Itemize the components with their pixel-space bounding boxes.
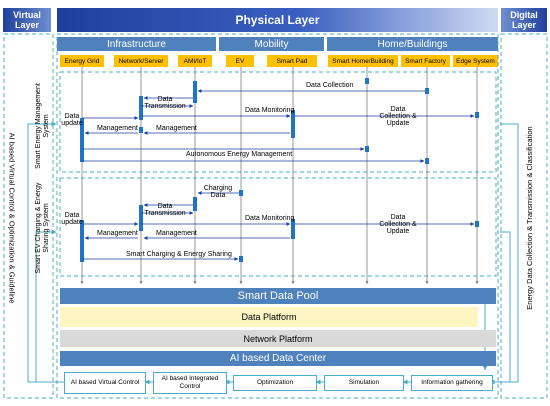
label-sharing: Smart Charging & Energy Sharing: [126, 251, 232, 258]
virtual-layer-frame: [3, 33, 54, 399]
sems-label-text: Smart Energy Management System: [35, 83, 50, 169]
physical-layer-title: Physical Layer: [235, 13, 320, 27]
network-platform-label: Network Platform: [243, 333, 313, 344]
node-ev-bottom-2: [239, 256, 243, 262]
sevc-label-text: Smart EV Charging & Energy Sharing Syste…: [35, 182, 50, 274]
node-energy-grid-top: [80, 118, 84, 162]
label-charging-data: Charging Data: [203, 185, 233, 199]
label-autonomous: Autonomous Energy Management: [186, 151, 293, 158]
node-ev-bottom: [239, 190, 243, 196]
pipeline-label: AI based Integrated Control: [161, 375, 219, 390]
node-smart-factory-top-2: [425, 158, 429, 164]
sems-arrows: [82, 89, 475, 163]
entity-label: Smart Pad: [276, 57, 308, 65]
entity-label: EV: [235, 57, 245, 65]
pipeline-simulation: Simulation: [324, 375, 404, 391]
domain-infrastructure: Infrastructure: [57, 37, 216, 51]
smart-data-pool-title: Smart Data Pool: [237, 290, 319, 302]
label-data-transmission-top: Data Transmission: [144, 96, 186, 110]
pipeline-ai-virtual-control: AI based Virtual Control: [64, 372, 146, 394]
pipeline-label: Simulation: [348, 379, 380, 386]
node-smart-pad-bottom: [291, 219, 295, 239]
digital-side-label: Energy Data Collection & Transmission & …: [525, 126, 534, 310]
pipeline-label: Information gathering: [421, 379, 483, 386]
label-management-1-bottom: Management: [97, 230, 138, 237]
label-data-collection: Data Collection: [306, 82, 354, 89]
sevc-label: Smart EV Charging & Energy Sharing Syste…: [35, 180, 51, 276]
node-energy-grid-bottom: [80, 220, 84, 262]
label-data-update-top: Data update: [61, 113, 83, 127]
sevc-arrows: [82, 191, 475, 261]
entity-energy-grid: Energy Grid: [60, 55, 104, 67]
pipeline-label: AI based Virtual Control: [70, 379, 140, 386]
entity-label: Smart Home/Building: [332, 57, 394, 65]
entity-label: Network/Server: [118, 57, 164, 65]
digital-layer-frame: [500, 33, 548, 399]
virtual-side-label: AI based Virtual Control & Optimization …: [8, 133, 17, 304]
node-smart-factory-top: [425, 88, 429, 94]
digital-layer-title: Digital Layer: [510, 10, 538, 30]
pipeline-label: Optimization: [256, 379, 294, 386]
entity-ami-iot: AMI/IoT: [178, 55, 212, 67]
label-management-2-top: Management: [156, 125, 197, 132]
digital-side-label-text: Energy Data Collection & Transmission & …: [525, 126, 534, 310]
virtual-layer-header: Virtual Layer: [3, 8, 51, 32]
virtual-side-label-text: AI based Virtual Control & Optimization …: [7, 132, 17, 304]
domain-mobility-label: Mobility: [254, 38, 289, 50]
node-ami-iot-bottom: [193, 197, 197, 211]
node-smart-home-top: [365, 78, 369, 84]
ai-data-center-header: AI based Data Center: [60, 351, 496, 366]
entity-edge-system: Edge System: [453, 55, 498, 67]
node-network-server-bottom: [139, 205, 143, 231]
entity-label: Smart Factory: [405, 57, 446, 65]
physical-layer-header: Physical Layer: [57, 8, 498, 32]
node-ami-iot-top: [193, 81, 197, 103]
domain-infrastructure-label: Infrastructure: [107, 38, 166, 50]
node-smart-home-top-2: [365, 146, 369, 152]
physical-layer-frame: [56, 33, 499, 399]
ai-data-center-title: AI based Data Center: [229, 353, 327, 364]
sems-label: Smart Energy Management System: [35, 81, 51, 171]
node-edge-system-top: [475, 112, 479, 118]
label-data-monitoring-bottom: Data Monitoring: [245, 215, 295, 222]
node-network-server-top: [139, 96, 143, 120]
entity-smart-pad: Smart Pad: [267, 55, 317, 67]
data-platform-label: Data Platform: [241, 312, 297, 322]
pipeline-information-gathering: Information gathering: [411, 375, 493, 391]
node-smart-pad-top: [291, 110, 295, 138]
label-data-collection-update-top: Data Collection & Update: [379, 106, 417, 127]
label-data-update-bottom: Data update: [61, 212, 83, 226]
sems-nodes: [80, 78, 479, 164]
entity-ev: EV: [226, 55, 254, 67]
sevc-nodes: [80, 190, 479, 262]
network-platform: Network Platform: [60, 330, 496, 347]
smart-data-pool-header: Smart Data Pool: [60, 288, 496, 304]
entity-smart-factory: Smart Factory: [401, 55, 450, 67]
sems-frame: [59, 71, 497, 173]
data-platform: Data Platform: [60, 307, 478, 327]
pipeline-ai-integrated-control: AI based Integrated Control: [153, 372, 227, 394]
label-data-collection-update-bottom: Data Collection & Update: [379, 214, 417, 235]
entity-label: Energy Grid: [64, 57, 100, 65]
label-data-monitoring-top: Data Monitoring: [245, 107, 295, 114]
pipeline-optimization: Optimization: [233, 375, 317, 391]
node-edge-system-bottom: [475, 221, 479, 227]
entity-label: Edge System: [456, 57, 495, 65]
label-management-2-bottom: Management: [156, 230, 197, 237]
domain-home: Home/Buildings: [327, 37, 498, 51]
domain-home-label: Home/Buildings: [377, 38, 448, 50]
node-network-server-top-2: [139, 127, 143, 133]
entity-network-server: Network/Server: [114, 55, 168, 67]
label-management-1-top: Management: [97, 125, 138, 132]
label-data-transmission-bottom: Data Transmission: [144, 203, 186, 217]
entity-label: AMI/IoT: [183, 57, 207, 65]
digital-layer-header: Digital Layer: [501, 8, 547, 32]
sevc-frame: [59, 177, 497, 277]
virtual-layer-title: Virtual Layer: [13, 10, 41, 30]
domain-mobility: Mobility: [219, 37, 324, 51]
entity-smart-home-building: Smart Home/Building: [328, 55, 398, 67]
